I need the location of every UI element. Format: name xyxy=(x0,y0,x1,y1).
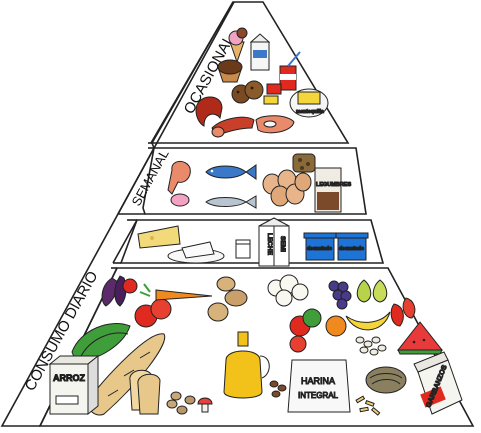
label-band-divider-1 xyxy=(151,142,155,149)
chicken-leg-icon xyxy=(167,161,191,195)
arroz-box-icon: ARROZ xyxy=(48,354,100,416)
eggs-icon xyxy=(262,169,312,207)
orange-icon xyxy=(325,315,347,337)
harina-bag-icon: HARINA INTEGRAL xyxy=(287,359,351,413)
tier-lacteos-frame xyxy=(119,219,385,264)
fish-blue-icon xyxy=(205,164,257,180)
label-band-edge-ocasional xyxy=(150,1,234,144)
leche-label: LECHE xyxy=(266,233,273,256)
cheese-plate-icon xyxy=(167,241,225,264)
harina-label: HARINA xyxy=(301,376,335,386)
fish-grey-icon xyxy=(205,195,257,209)
sausage-slice-icon xyxy=(170,193,190,207)
baguette-icon xyxy=(87,333,166,416)
label-band-edge-lacteos xyxy=(112,219,138,264)
cookies-icon xyxy=(231,80,264,104)
semanal-items: LEGUMBRES xyxy=(167,153,352,213)
label-band-outer-edge xyxy=(0,1,235,427)
arroz-label: ARROZ xyxy=(53,373,85,383)
label-band-edge-semanal xyxy=(117,147,155,215)
butter-label: mantequilla xyxy=(296,109,324,115)
watermelon-icon xyxy=(396,321,444,355)
yogurt-1-icon: desnatado xyxy=(303,232,337,261)
almonds-icon xyxy=(269,380,287,398)
eggplant-icon xyxy=(101,275,127,307)
legumbres-label: LEGUMBRES xyxy=(316,182,351,188)
cauliflower-icon xyxy=(267,274,309,307)
pears-icon xyxy=(356,279,388,303)
legumbres-bag-icon: LEGUMBRES xyxy=(314,167,352,213)
muffin-icon xyxy=(217,59,243,83)
strawberries-icon xyxy=(390,297,416,327)
steak-icon xyxy=(255,115,295,134)
cheese-wedge-icon xyxy=(137,225,181,249)
soda-can-icon xyxy=(279,51,301,91)
yogurt-2-icon: desnatado xyxy=(335,232,369,261)
grapes-icon xyxy=(328,280,352,310)
apples-icon xyxy=(289,308,322,353)
diario-items: ARROZ xyxy=(48,274,463,416)
candy-icon xyxy=(263,83,282,105)
tomatoes-icon xyxy=(122,278,172,328)
mushrooms-icon xyxy=(197,397,213,413)
milkshake-carton-icon xyxy=(249,33,271,71)
carrot-icon xyxy=(139,283,213,301)
ice-cream-icon xyxy=(228,27,248,64)
integral-label: INTEGRAL xyxy=(298,391,339,400)
garbanzos-box-icon: GARBANZOS xyxy=(413,351,463,415)
lacteos-items: LECHE SEMI desnatado desnatado xyxy=(137,217,369,267)
banana-icon xyxy=(345,311,391,331)
tier-semanal-frame xyxy=(142,147,367,215)
bread-slices-icon xyxy=(129,369,161,415)
semi-label: SEMI xyxy=(279,236,286,252)
olive-oil-bottle-icon xyxy=(223,331,270,399)
butter-package-icon: mantequilla xyxy=(289,88,329,118)
potatoes-icon xyxy=(207,276,248,322)
white-beans-icon xyxy=(355,336,387,356)
ocasional-items: mantequilla xyxy=(195,27,329,138)
salami-icon xyxy=(211,116,255,138)
nuts-icon xyxy=(166,391,196,415)
milk-glass-icon xyxy=(235,239,251,259)
yogurt-1-label: desnatado xyxy=(307,246,332,252)
macaroni-icon xyxy=(355,395,381,416)
pasta-bowl-icon xyxy=(365,366,407,394)
milk-carton-icon: LECHE SEMI xyxy=(258,217,290,267)
lentils-icon xyxy=(292,153,316,173)
chorizo-icon xyxy=(195,96,223,127)
yogurt-2-label: desnatado xyxy=(339,246,364,252)
